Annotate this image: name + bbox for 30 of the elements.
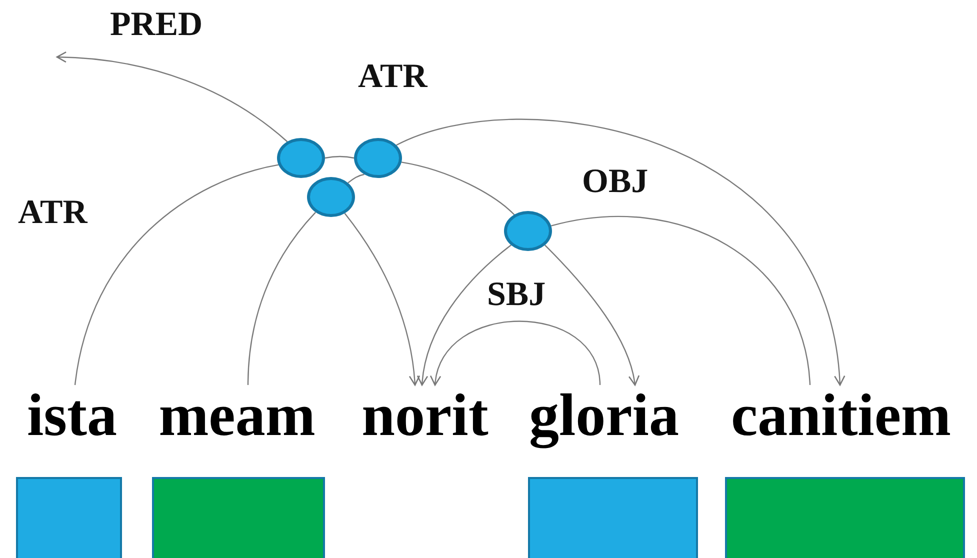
- arrow: [344, 213, 420, 386]
- edge-label: SBJ: [487, 278, 546, 312]
- connector-line: [348, 174, 364, 184]
- edge-label: ATR: [18, 196, 88, 230]
- connector-line: [401, 162, 515, 216]
- arrow: [431, 320, 601, 386]
- word-label: ista: [27, 385, 117, 450]
- edge-label: ATR: [358, 60, 428, 94]
- node-circle: [307, 177, 355, 217]
- connector-line: [324, 156, 354, 159]
- node-circle: [277, 138, 325, 178]
- connector-line: [247, 212, 316, 386]
- arrow: [396, 118, 844, 386]
- node-circle: [504, 211, 552, 251]
- arrow: [417, 244, 512, 386]
- edge-label: OBJ: [582, 165, 648, 199]
- word-label: gloria: [529, 385, 679, 450]
- arrow: [56, 52, 288, 142]
- word-label: canitiem: [731, 385, 951, 450]
- word-label: norit: [362, 385, 488, 450]
- color-block: [725, 477, 965, 558]
- color-block: [152, 477, 325, 558]
- word-label: meam: [158, 385, 316, 450]
- color-block: [528, 477, 698, 558]
- arrow: [544, 244, 640, 386]
- color-block: [16, 477, 122, 558]
- edge-label: PRED: [110, 8, 203, 42]
- connector-line: [74, 164, 279, 386]
- connector-line: [551, 216, 811, 386]
- node-circle: [354, 138, 402, 178]
